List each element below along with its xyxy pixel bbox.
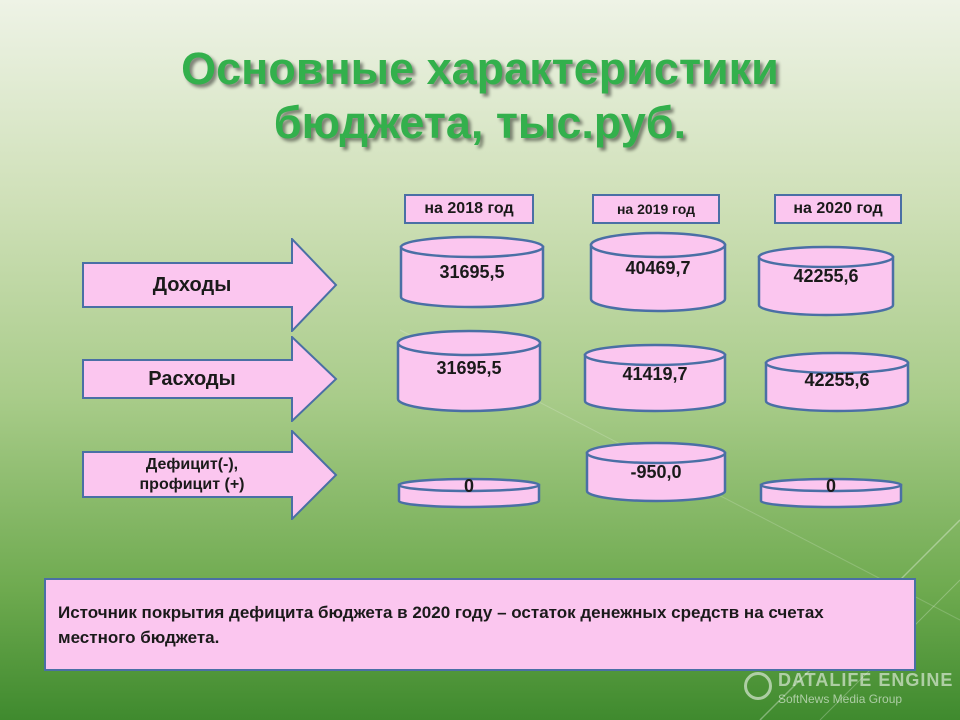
cylinder-top — [759, 477, 903, 493]
value-cylinder: 0 — [759, 476, 903, 509]
row-arrow-income: Доходы — [82, 238, 338, 332]
row-arrow-expenses: Расходы — [82, 336, 338, 422]
value-cylinder: -950,0 — [585, 441, 727, 503]
watermark-brand: DATALIFE ENGINE — [778, 670, 954, 690]
row-label-deficit-line2: профицит (+) — [139, 476, 245, 493]
title-line-2: бюджета, тыс.руб. — [273, 97, 687, 148]
row-label-deficit: Дефицит(-), профицит (+) — [82, 430, 302, 520]
cylinder-body — [399, 245, 545, 309]
cylinder-top — [589, 231, 727, 259]
watermark-logo-icon — [744, 672, 772, 700]
value-cylinder: 31695,5 — [399, 235, 545, 309]
value-deficit-2018: 0 — [463, 476, 474, 496]
year-2018-label: на 2018 год — [404, 194, 534, 224]
value-cylinder: 42255,6 — [757, 245, 895, 317]
deficit-source-note: Источник покрытия дефицита бюджета в 202… — [44, 578, 916, 671]
row-label-expenses: Расходы — [148, 368, 236, 390]
cylinder-body — [585, 451, 727, 503]
title-line-1: Основные характеристики — [181, 43, 779, 94]
watermark: DATALIFE ENGINE SoftNews Media Group — [744, 668, 954, 712]
cylinder-body — [583, 353, 727, 413]
value-cylinder: 31695,5 — [396, 329, 542, 413]
value-cylinder: 42255,6 — [764, 351, 910, 413]
cylinder-top — [399, 235, 545, 259]
cylinder-top — [397, 477, 541, 493]
cylinder-top — [585, 441, 727, 465]
value-expenses-2020: 42255,6 — [804, 370, 870, 390]
value-expenses-2018: 31695,5 — [436, 358, 502, 378]
arrow-shape — [82, 238, 338, 332]
cylinder-shape — [589, 231, 727, 313]
cylinder-body — [396, 341, 542, 413]
value-cylinder: 40469,7 — [589, 231, 727, 313]
cylinder-body — [764, 361, 910, 413]
value-cylinder: 0 — [397, 476, 541, 509]
row-label-deficit-line1: Дефицит(-), — [145, 456, 239, 473]
cylinder-top — [757, 245, 895, 269]
cylinder-shape — [759, 477, 903, 509]
value-income-2020: 42255,6 — [793, 266, 859, 286]
value-income-2018: 31695,5 — [439, 262, 505, 282]
year-2020-label: на 2020 год — [774, 194, 902, 224]
cylinder-shape — [583, 343, 727, 413]
cylinder-shape — [585, 441, 727, 503]
value-cylinder: 41419,7 — [583, 343, 727, 413]
value-expenses-2019: 41419,7 — [622, 364, 688, 384]
cylinder-shape — [757, 245, 895, 317]
cylinder-top — [396, 329, 542, 357]
arrow-shape — [82, 430, 338, 520]
row-label-income: Доходы — [152, 274, 232, 296]
value-deficit-2019: -950,0 — [630, 462, 682, 482]
cylinder-top — [764, 351, 910, 375]
page-title: Основные характеристики бюджета, тыс.руб… — [0, 42, 960, 150]
value-income-2019: 40469,7 — [625, 258, 691, 278]
cylinder-body — [589, 243, 727, 313]
arrow-shape — [82, 336, 338, 422]
row-arrow-deficit: Дефицит(-), профицит (+) — [82, 430, 338, 520]
cylinder-top — [583, 343, 727, 367]
year-2019-label: на 2019 год — [592, 194, 720, 224]
cylinder-body — [757, 255, 895, 317]
cylinder-shape — [396, 329, 542, 413]
cylinder-shape — [399, 235, 545, 309]
watermark-sub: SoftNews Media Group — [778, 692, 903, 706]
value-deficit-2020: 0 — [825, 476, 836, 496]
cylinder-shape — [764, 351, 910, 413]
cylinder-shape — [397, 477, 541, 509]
